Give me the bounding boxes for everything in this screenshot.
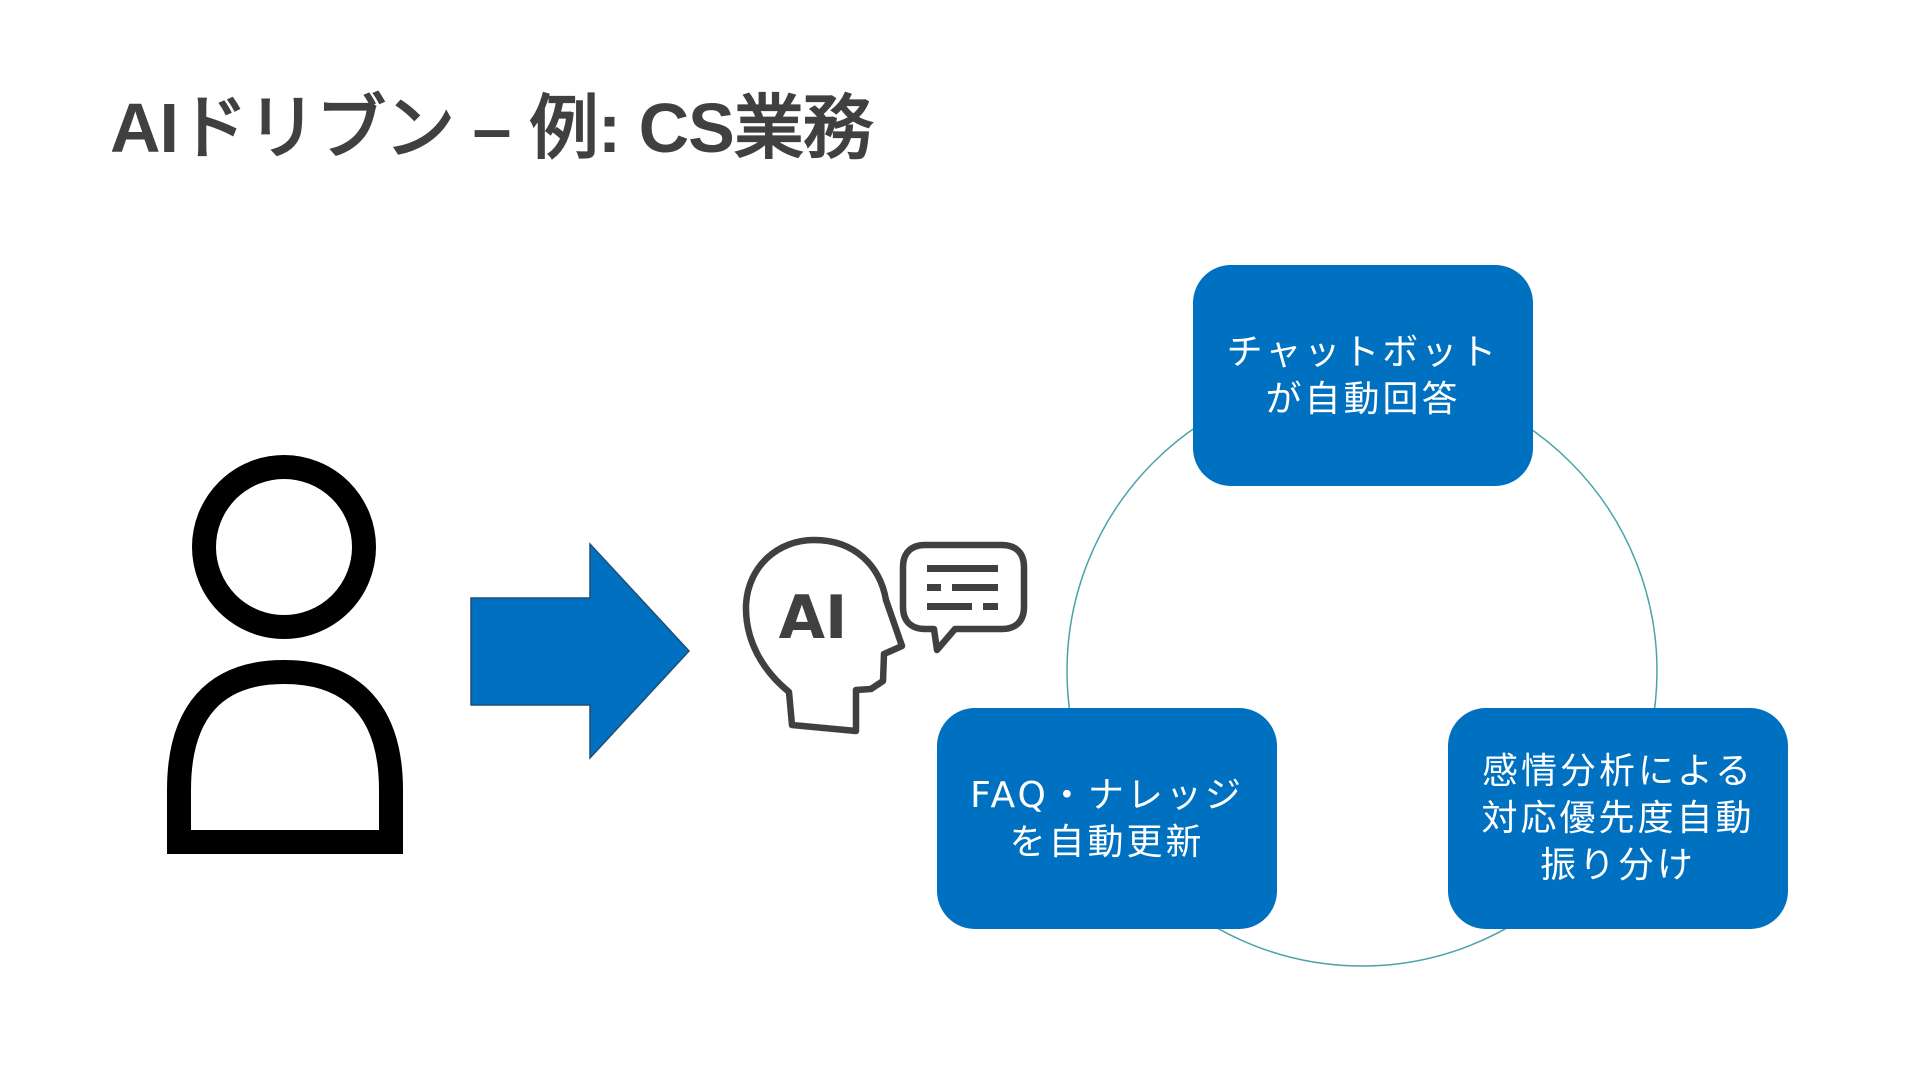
ai-head-label: AI <box>779 583 848 653</box>
cycle-item-label: チャットボット が自動回答 <box>1226 331 1500 420</box>
cycle-item-sentiment-priority: 感情分析による 対応優先度自動 振り分け <box>1448 708 1788 929</box>
cycle-item-label: 感情分析による 対応優先度自動 振り分け <box>1481 751 1755 886</box>
ai-head-icon <box>742 536 906 735</box>
person-icon <box>167 455 403 854</box>
cycle-item-faq-update: FAQ・ナレッジ を自動更新 <box>937 708 1277 929</box>
speech-bubble-icon <box>899 541 1028 654</box>
right-arrow-icon <box>470 542 691 760</box>
slide-title: AIドリブン – 例: CS業務 <box>110 89 873 167</box>
cycle-item-chatbot: チャットボット が自動回答 <box>1193 265 1533 486</box>
cycle-item-label: FAQ・ナレッジ を自動更新 <box>970 774 1244 863</box>
